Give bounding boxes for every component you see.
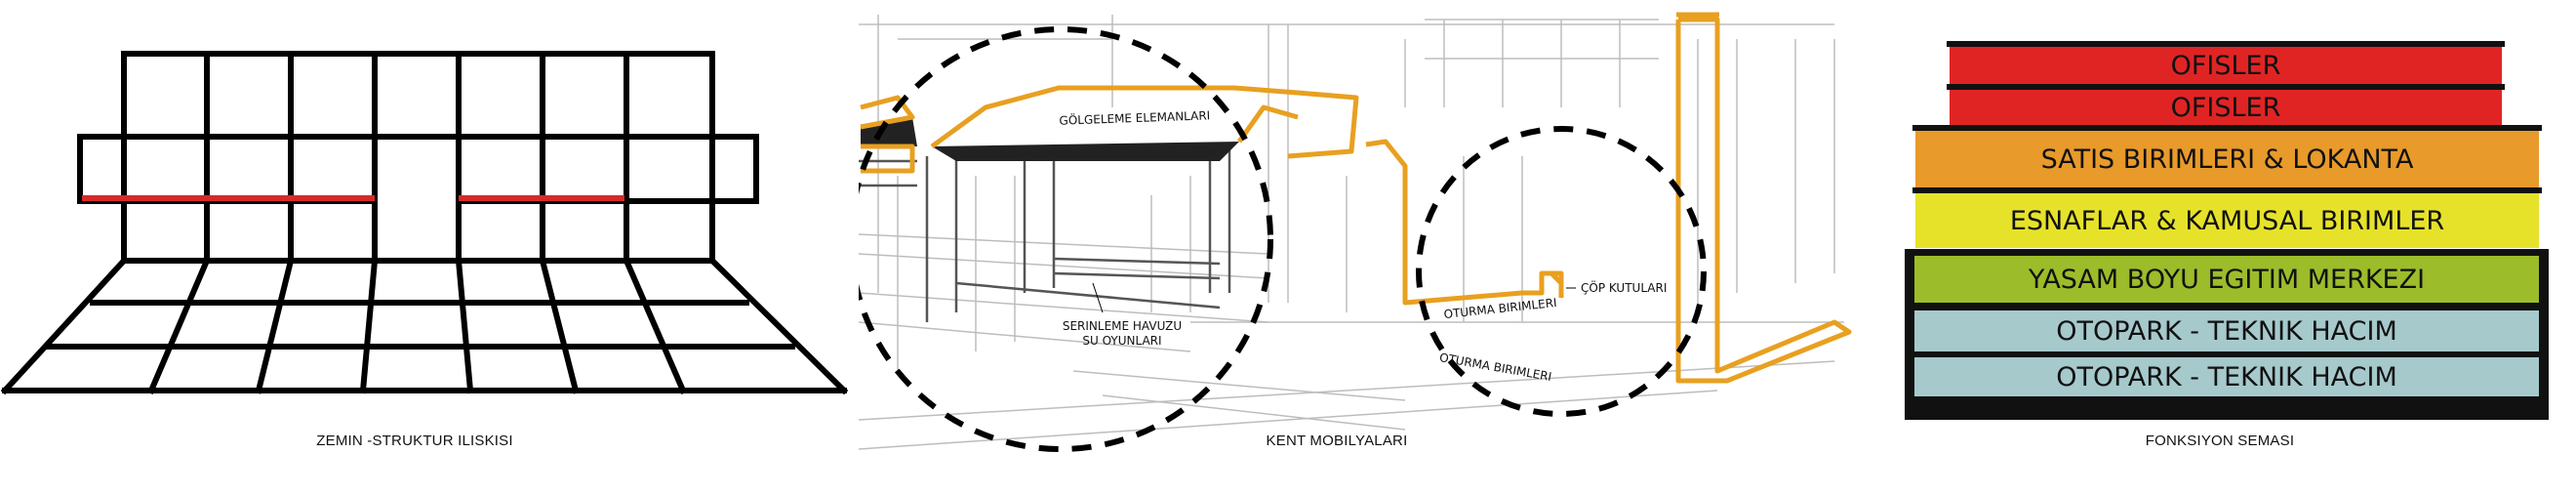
function-band bbox=[1950, 47, 2502, 84]
panel2-caption: KENT MOBILYALARI bbox=[1267, 433, 1408, 449]
structure-grid-drawing: ZEMIN -STRUKTUR ILISKISI bbox=[0, 51, 849, 449]
orange-canopy-frame bbox=[930, 85, 1359, 159]
orange-column-outline bbox=[1675, 17, 1852, 384]
function-band bbox=[1914, 357, 2539, 396]
label-shading-elements: GÖLGELEME ELEMANLARI bbox=[1059, 106, 1210, 127]
shading-canopy bbox=[932, 142, 1239, 161]
dashed-focus-circle-left bbox=[859, 26, 1273, 452]
facade-grid-outline bbox=[121, 51, 715, 264]
function-band-label: OFISLER bbox=[2171, 51, 2281, 81]
label-pool-line2: SU OYUNLARI bbox=[1082, 334, 1161, 348]
urban-furniture-diagram: GÖLGELEME ELEMANLARI SERINLEME HAVUZU SU… bbox=[859, 0, 1854, 495]
function-band-label: SATIS BIRIMLERI & LOKANTA bbox=[2041, 144, 2414, 175]
function-band-label: OTOPARK - TEKNIK HACIM bbox=[2056, 316, 2397, 347]
street-perspective-drawing: GÖLGELEME ELEMANLARI SERINLEME HAVUZU SU… bbox=[859, 12, 1852, 452]
label-pool-line1: SERINLEME HAVUZU bbox=[1063, 319, 1182, 333]
function-bands: OFISLER OFISLER SATIS BIRIMLERI & LOKANTA E… bbox=[1914, 47, 2539, 396]
orange-beam-left bbox=[861, 144, 915, 174]
panel1-caption: ZEMIN -STRUKTUR ILISKISI bbox=[316, 433, 513, 449]
label-trash-bins: ÇÖP KUTULARI bbox=[1581, 279, 1667, 295]
dashed-focus-circle-right bbox=[1416, 126, 1707, 417]
function-band-label: OTOPARK - TEKNIK HACIM bbox=[2056, 362, 2397, 392]
function-stack-drawing: OFISLER OFISLER SATIS BIRIMLERI & LOKANTA E… bbox=[1905, 41, 2549, 449]
function-band bbox=[1950, 90, 2502, 125]
red-slab-right bbox=[459, 195, 624, 201]
function-band bbox=[1915, 193, 2539, 248]
function-band bbox=[1914, 256, 2539, 303]
function-band bbox=[1914, 310, 2539, 351]
red-slab-left bbox=[82, 195, 375, 201]
ground-structure-diagram: ZEMIN -STRUKTUR ILISKISI bbox=[0, 0, 859, 495]
function-scheme-diagram: OFISLER OFISLER SATIS BIRIMLERI & LOKANTA E… bbox=[1854, 0, 2576, 495]
function-band-label: YASAM BOYU EGITIM MERKEZI bbox=[2028, 265, 2425, 295]
function-band-label: OFISLER bbox=[2171, 93, 2281, 123]
function-band-label: ESNAFLAR & KAMUSAL BIRIMLER bbox=[2010, 206, 2444, 236]
function-band bbox=[1915, 131, 2539, 187]
panel3-caption: FONKSIYON SEMASI bbox=[2146, 433, 2294, 449]
orange-canopy-left bbox=[860, 95, 915, 130]
